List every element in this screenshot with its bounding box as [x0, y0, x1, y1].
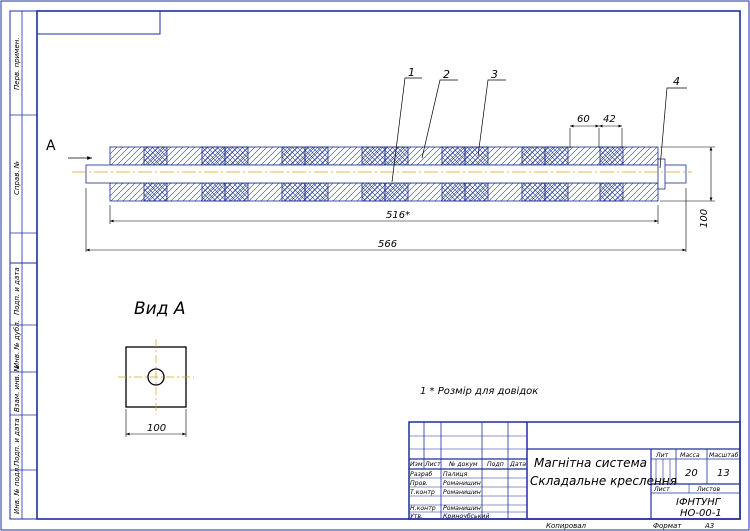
dim-height: 100 [699, 209, 710, 228]
magnet-assembly [85, 146, 687, 202]
dim-reference-length: 516* [386, 210, 410, 221]
magnet-block [521, 182, 546, 202]
side-label-sprav-no: Справ. № [13, 161, 21, 195]
tb-header-list: Лист [424, 461, 441, 468]
dim-view-width: 100 [147, 423, 166, 434]
title-block [408, 421, 741, 520]
view-a-title: Вид А [134, 299, 186, 319]
dim-pitch: 60 [577, 114, 590, 125]
magnet-block [521, 146, 546, 166]
tb-lit-label: Лит [655, 452, 669, 459]
magnet-block [464, 182, 489, 202]
dim-overall-length: 566 [378, 239, 397, 250]
tb-mass: 20 [685, 468, 698, 479]
magnet-block [441, 182, 466, 202]
magnet-block [304, 146, 329, 166]
magnet-block [201, 146, 226, 166]
side-label-perv-primen: Перв. примен. [13, 37, 21, 90]
tb-mass-label: Масса [680, 452, 700, 459]
magnet-block [304, 182, 329, 202]
tb-sheet-label: Лист [653, 486, 670, 493]
tb-role-3: Т.контр [410, 489, 435, 496]
magnet-block [544, 146, 569, 166]
magnet-block [544, 182, 569, 202]
tb-name-5: Криночбський [443, 512, 489, 520]
tb-header-podp: Подп [487, 461, 504, 468]
tb-role-5: Утв. [410, 513, 423, 520]
reference-note: 1 * Розмір для довідок [420, 385, 538, 397]
magnet-block [361, 146, 386, 166]
footer-format-value: А3 [704, 522, 714, 530]
magnet-block [599, 146, 624, 166]
tb-scale: 13 [717, 468, 730, 479]
dimensions [85, 124, 715, 252]
magnet-block [224, 182, 249, 202]
magnet-block [464, 146, 489, 166]
magnet-block [281, 182, 306, 202]
view-arrow-label: A [46, 138, 56, 154]
magnet-block [143, 182, 168, 202]
view-a: Вид А 100 [118, 299, 194, 437]
footer-copied: Копировал [546, 522, 587, 530]
view-arrow-a: A [46, 138, 92, 160]
tb-name-1: Палиця [443, 471, 468, 478]
tb-header-doc: № докум [448, 461, 478, 468]
callout-4: 4 [673, 75, 680, 88]
callout-2: 2 [443, 68, 450, 81]
footer-format-label: Формат [653, 522, 682, 530]
tb-role-1: Разраб [410, 470, 433, 478]
magnet-block [224, 146, 249, 166]
tb-doc-code: НО-00-1 [680, 508, 722, 519]
tb-role-4: Н.контр [410, 505, 436, 512]
tb-name-2: Романишин [443, 480, 481, 487]
tb-scale-label: Масштаб [709, 451, 739, 459]
side-label-inv-dubl: Инв. № дубл. [13, 320, 21, 368]
callout-1: 1 [408, 66, 415, 79]
magnet-block [599, 182, 624, 202]
magnet-block [384, 182, 409, 202]
title-block-text: Изм Лист № докум Подп Дата Разраб Палиця… [410, 451, 739, 520]
tb-name-4: Романишин [443, 505, 481, 512]
magnet-block [281, 146, 306, 166]
magnet-block [143, 146, 168, 166]
tb-header-data: Дата [509, 461, 526, 468]
tb-header-izm: Изм [410, 461, 423, 468]
end-nut [657, 158, 666, 190]
tb-role-2: Пров. [410, 480, 428, 487]
tb-sheets-label: Листов [696, 486, 720, 493]
shaft [85, 164, 687, 184]
side-label-vzam-inv: Взам. инв. № [13, 364, 21, 412]
magnet-block [384, 146, 409, 166]
side-label-inv-podl: Инв. № подл. [13, 466, 21, 514]
magnet-block [361, 182, 386, 202]
magnet-block [441, 146, 466, 166]
side-label-podp-data-2: Подп. и дата [13, 418, 21, 466]
side-label-podp-data-1: Подп. и дата [13, 267, 21, 315]
callouts [391, 77, 687, 183]
magnet-block [201, 182, 226, 202]
callout-3: 3 [491, 68, 498, 81]
tb-title-line2: Складальне креслення [530, 474, 677, 488]
tb-org: ІФНТУНГ [676, 497, 722, 508]
tb-title-line1: Магнітна система [534, 456, 647, 470]
tb-name-3: Романишин [443, 489, 481, 496]
dim-magnet-width: 42 [603, 114, 616, 125]
